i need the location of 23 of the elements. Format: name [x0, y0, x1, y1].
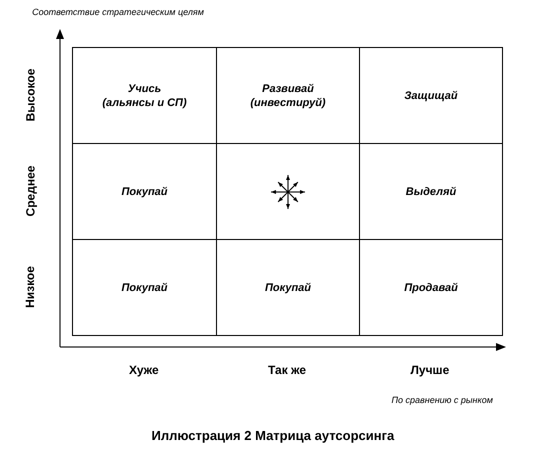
axis-label: Хуже: [129, 363, 159, 377]
cell-label: (инвестируй): [250, 96, 326, 110]
cell-label: Покупай: [121, 280, 168, 294]
axis-title: Соответствие стратегическим целям: [31, 6, 205, 18]
cell-label: Покупай: [264, 280, 311, 294]
axis-label: Низкое: [22, 266, 37, 308]
cell-label: Продавай: [404, 280, 458, 294]
cell-label: (альянсы и СП): [102, 96, 187, 110]
cell-label: Развивай: [262, 82, 314, 96]
matrix-cell: [359, 239, 503, 336]
axis-title: По сравнению с рынком: [392, 395, 493, 405]
cell-label: Выделяй: [406, 184, 456, 198]
figure-caption: Иллюстрация 2 Матрица аутсорсинга: [152, 428, 394, 443]
cell-label: Учись: [128, 82, 162, 96]
axis-label: Лучше: [410, 363, 450, 377]
axis-label: Так же: [268, 363, 306, 377]
matrix-cell: [72, 47, 217, 144]
axis-label: Высокое: [22, 68, 37, 122]
matrix-cell: [359, 47, 503, 144]
cell-label: Покупай: [121, 184, 168, 198]
cell-label: Защищай: [404, 88, 458, 102]
axis-label: Среднее: [22, 166, 37, 216]
matrix-cell: [72, 239, 217, 336]
